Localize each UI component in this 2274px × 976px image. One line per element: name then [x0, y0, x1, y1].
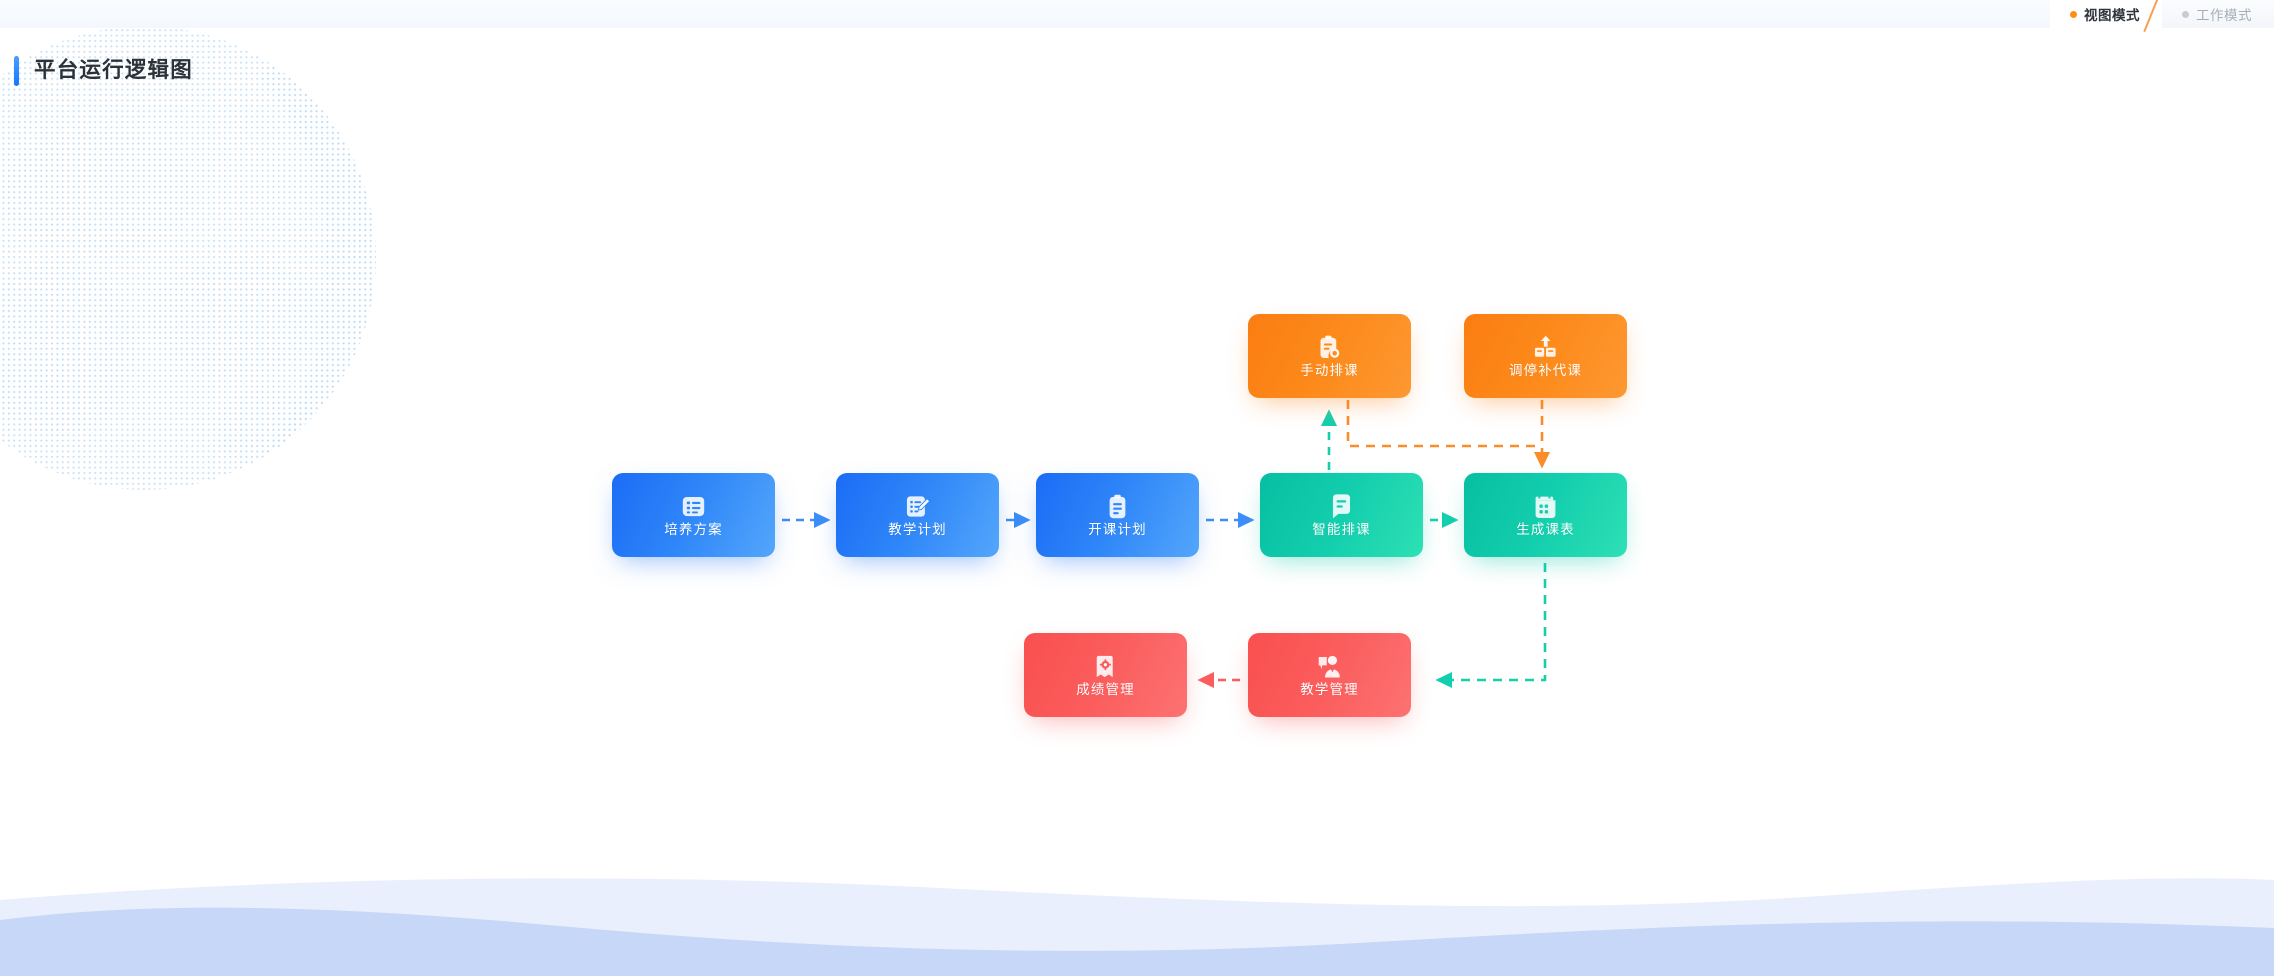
page-header: 平台运行逻辑图 [14, 56, 193, 86]
top-bar [0, 0, 2274, 28]
form-edit-icon [906, 496, 931, 517]
flow-node-label: 教学管理 [1300, 682, 1359, 698]
flow-node-label: 智能排课 [1312, 522, 1371, 538]
flow-node-label: 成绩管理 [1076, 682, 1135, 698]
list-icon [682, 497, 705, 517]
clipboard-search-icon [1320, 335, 1340, 359]
tab-dot-icon [2070, 10, 2077, 18]
flow-node-shoudong-paike[interactable]: 手动排课 [1248, 314, 1411, 398]
book-gear-icon [1096, 656, 1113, 678]
flow-node-tiaoting-budaike[interactable]: 调停补代课 [1464, 314, 1627, 398]
calendar-icon [1535, 496, 1556, 519]
flow-node-peiyang-fangan[interactable]: 培养方案 [612, 473, 775, 557]
flow-node-label: 教学计划 [888, 522, 947, 538]
flow-node-jiaoxue-jihua[interactable]: 教学计划 [836, 473, 999, 557]
flow-node-chengji-guanli[interactable]: 成绩管理 [1024, 633, 1187, 717]
upload-box-icon [1534, 336, 1556, 357]
tab-label: 工作模式 [2196, 8, 2252, 23]
flow-node-jiaoxue-guanli[interactable]: 教学管理 [1248, 633, 1411, 717]
tab-work-mode[interactable]: 工作模式 [2143, 0, 2274, 33]
title-accent-bar [14, 56, 19, 86]
flow-node-kaike-jihua[interactable]: 开课计划 [1036, 473, 1199, 557]
flow-node-label: 生成课表 [1516, 522, 1575, 538]
flow-node-label: 调停补代课 [1509, 363, 1582, 379]
mode-tab-group: 视图模式 工作模式 [2050, 0, 2274, 33]
tab-view-mode[interactable]: 视图模式 [2050, 0, 2162, 28]
tab-label: 视图模式 [2084, 8, 2140, 23]
teacher-board-icon [1318, 656, 1340, 678]
flow-node-zhineng-paike[interactable]: 智能排课 [1260, 473, 1423, 557]
clipboard-icon [1109, 495, 1126, 519]
tab-dot-icon [2182, 10, 2189, 18]
page-title: 平台运行逻辑图 [34, 58, 193, 83]
flow-node-shengcheng-kebiao[interactable]: 生成课表 [1464, 473, 1627, 557]
flow-node-label: 培养方案 [664, 522, 723, 538]
document-chat-icon [1332, 494, 1351, 519]
flow-node-label: 开课计划 [1088, 522, 1147, 538]
flow-node-label: 手动排课 [1300, 363, 1359, 379]
